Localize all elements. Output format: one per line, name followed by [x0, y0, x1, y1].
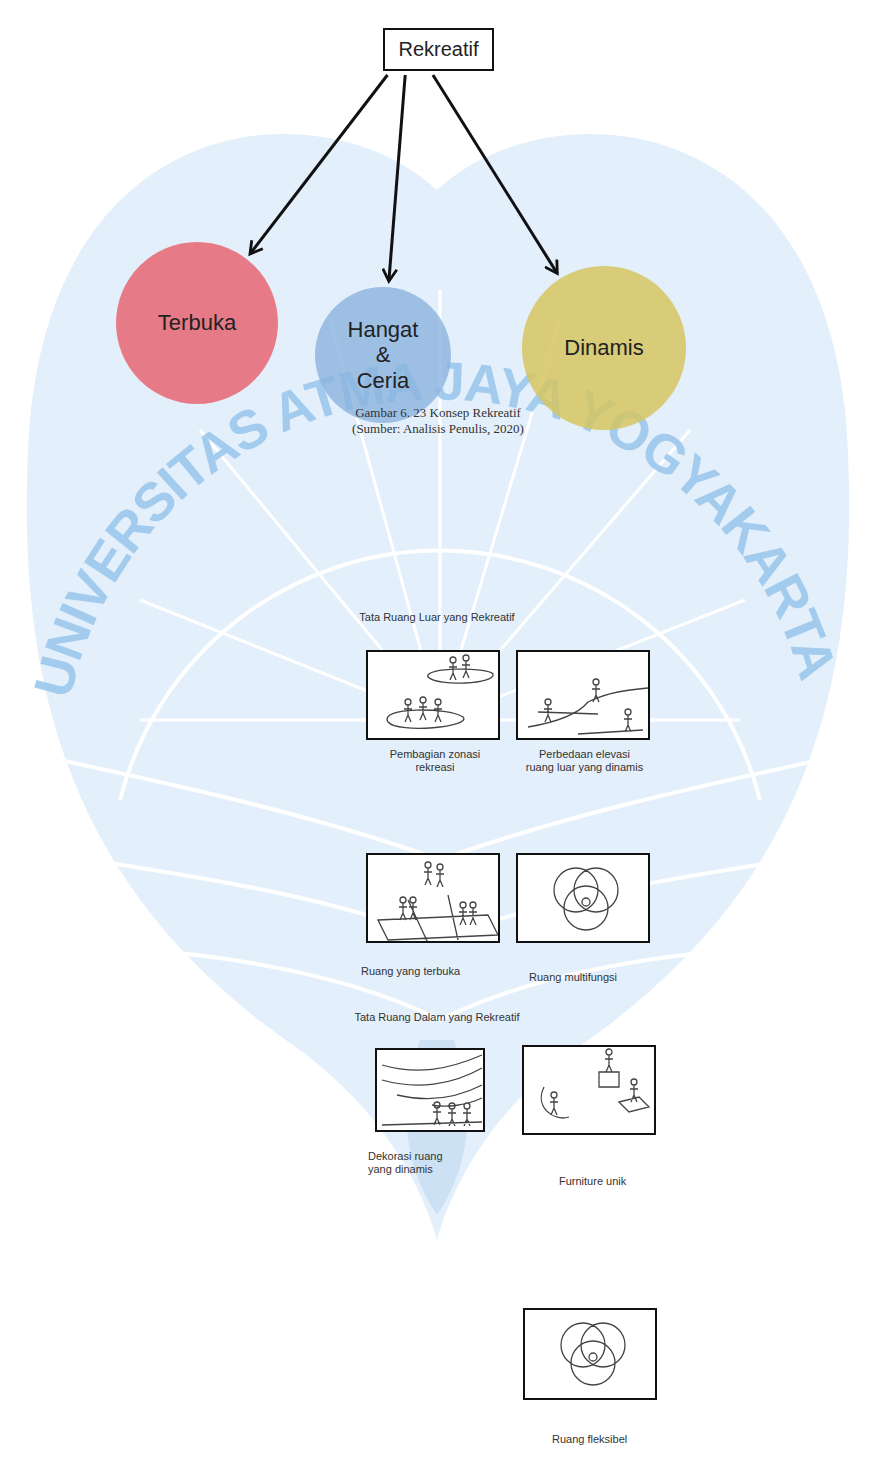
sketch-drawing [377, 1050, 483, 1130]
sketch-drawing [518, 855, 648, 941]
sketch-frame: Perbedaan elevasi ruang luar yang dinami… [516, 650, 650, 740]
sketch-caption: Pembagian zonasi rekreasi [387, 748, 483, 774]
sketch-frame: Dekorasi ruang yang dinamis [375, 1048, 485, 1132]
sketch-caption: Furniture unik [559, 1175, 679, 1188]
sketch-drawing [368, 652, 498, 738]
arrow-connector [250, 75, 387, 254]
sketch-frame: Ruang yang terbuka [366, 853, 500, 943]
logo-wings [60, 760, 820, 1020]
concept-label: Terbuka [149, 310, 245, 335]
concept-circle: Dinamis [522, 266, 686, 430]
sketch-caption: Perbedaan elevasi ruang luar yang dinami… [525, 748, 644, 774]
sketch-frame: Pembagian zonasi rekreasi [366, 650, 500, 740]
sketch-strokes [382, 1055, 482, 1126]
sketch-strokes [387, 655, 493, 728]
concept-circle: Hangat & Ceria [315, 287, 451, 423]
concept-box: Rekreatif [383, 28, 494, 71]
sketch-caption: Dekorasi ruang yang dinamis [368, 1150, 453, 1176]
sketch-frame: Ruang fleksibel [523, 1308, 657, 1400]
sketch-frame: Ruang multifungsi [516, 853, 650, 943]
section-heading: Tata Ruang Dalam yang Rekreatif [354, 1011, 519, 1023]
concept-title: Rekreatif [398, 38, 478, 61]
sketch-strokes [541, 1049, 649, 1118]
sketch-strokes [561, 1323, 625, 1385]
figure-caption: Gambar 6. 23 Konsep Rekreatif (Sumber: A… [338, 405, 538, 437]
concept-label: Hangat & Ceria [335, 317, 431, 393]
logo-shield [27, 134, 849, 1240]
sketch-strokes [378, 862, 498, 941]
concept-label: Dinamis [556, 335, 652, 360]
sketch-drawing [525, 1310, 655, 1398]
arrow-connector [389, 75, 405, 281]
section-heading: Tata Ruang Luar yang Rekreatif [359, 611, 514, 623]
sketch-strokes [554, 868, 618, 930]
sketch-drawing [518, 652, 648, 738]
concept-circle: Terbuka [116, 242, 278, 404]
sketch-drawing [524, 1047, 654, 1133]
sketch-frame: Furniture unik [522, 1045, 656, 1135]
sketch-caption: Ruang fleksibel [552, 1433, 672, 1446]
sketch-drawing [368, 855, 498, 941]
sketch-caption: Ruang yang terbuka [361, 965, 511, 978]
sketch-strokes [528, 679, 648, 734]
arrow-connector [433, 75, 557, 273]
sketch-caption: Ruang multifungsi [529, 971, 669, 984]
